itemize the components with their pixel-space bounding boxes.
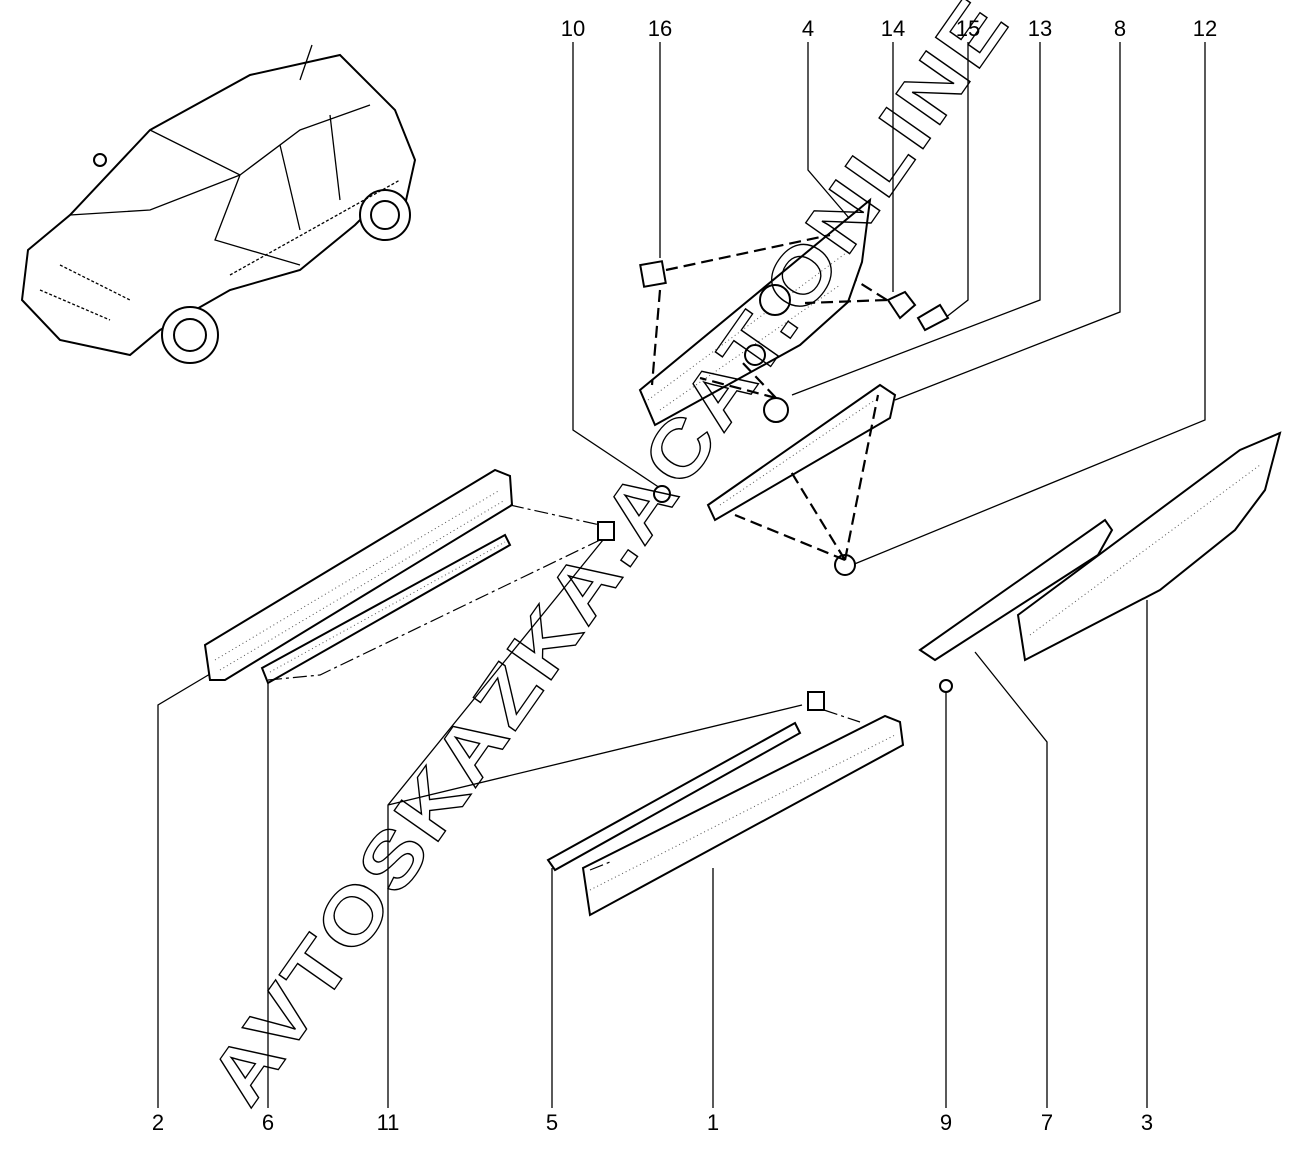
callout-5: 5: [546, 1110, 558, 1135]
callout-8: 8: [1114, 16, 1126, 41]
callout-9: 9: [940, 1110, 952, 1135]
leader-lines: [157, 42, 1206, 1108]
callout-13: 13: [1028, 16, 1052, 41]
car-overview-illustration: [20, 44, 417, 364]
part-5-door-bracket: [546, 721, 802, 872]
part-2-sill-moulding: [203, 468, 514, 681]
part-8-bracket: [706, 383, 897, 522]
callout-16: 16: [648, 16, 672, 41]
callout-6: 6: [262, 1110, 274, 1135]
callout-14: 14: [881, 16, 905, 41]
part-3-rear-fender-moulding: [1016, 431, 1282, 662]
callout-1: 1: [707, 1110, 719, 1135]
callouts-top: 10 16 4 14 15 13 8 12: [561, 16, 1217, 41]
callout-10: 10: [561, 16, 585, 41]
callout-7: 7: [1041, 1110, 1053, 1135]
assembly-arrows: [267, 233, 888, 871]
callout-4: 4: [802, 16, 814, 41]
callout-2: 2: [152, 1110, 164, 1135]
callout-3: 3: [1141, 1110, 1153, 1135]
small-fasteners: [597, 260, 953, 711]
callout-11: 11: [377, 1110, 400, 1135]
callouts-bottom: 2 6 11 5 1 9 7 3: [152, 1110, 1153, 1135]
part-1-door-moulding: [581, 714, 905, 917]
part-6-sill-bracket: [260, 533, 512, 685]
part-7-rear-bracket: [918, 518, 1114, 662]
callout-12: 12: [1193, 16, 1217, 41]
callout-15: 15: [956, 16, 980, 41]
